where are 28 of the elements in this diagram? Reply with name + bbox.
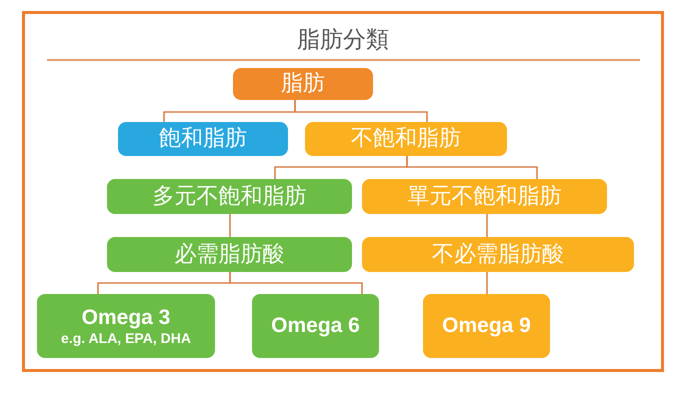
- connector-line: [406, 156, 538, 179]
- connector-line: [486, 272, 488, 294]
- category-box: [107, 179, 352, 214]
- category-label: 飽和脂肪: [159, 126, 247, 152]
- category-label: 必需脂肪酸: [174, 242, 284, 268]
- category-box: [362, 237, 634, 272]
- category-label: 單元不飽和脂肪: [408, 184, 562, 210]
- example-note: e.g. ALA, EPA, DHA: [61, 330, 191, 346]
- category-box: [252, 294, 379, 358]
- connector-line: [229, 214, 231, 237]
- category-label: Omega 3: [82, 306, 170, 330]
- category-label: Omega 6: [271, 314, 360, 338]
- title: 脂肪分類: [296, 26, 390, 55]
- category-box: [305, 122, 507, 156]
- connector-line: [229, 272, 363, 294]
- category-box: [423, 294, 550, 358]
- category-box: [362, 179, 607, 214]
- category-box: [118, 122, 288, 156]
- category-label: Omega 9: [442, 314, 531, 338]
- category-label: 不飽和脂肪: [351, 126, 461, 152]
- connector-line: [486, 214, 488, 237]
- connector-line: [294, 100, 428, 122]
- category-box: [233, 68, 373, 100]
- category-label: 多元不飽和脂肪: [152, 184, 306, 210]
- category-label: 不必需脂肪酸: [432, 242, 564, 268]
- category-label: 脂肪: [281, 71, 325, 97]
- category-box: [107, 237, 352, 272]
- category-box: [37, 294, 215, 358]
